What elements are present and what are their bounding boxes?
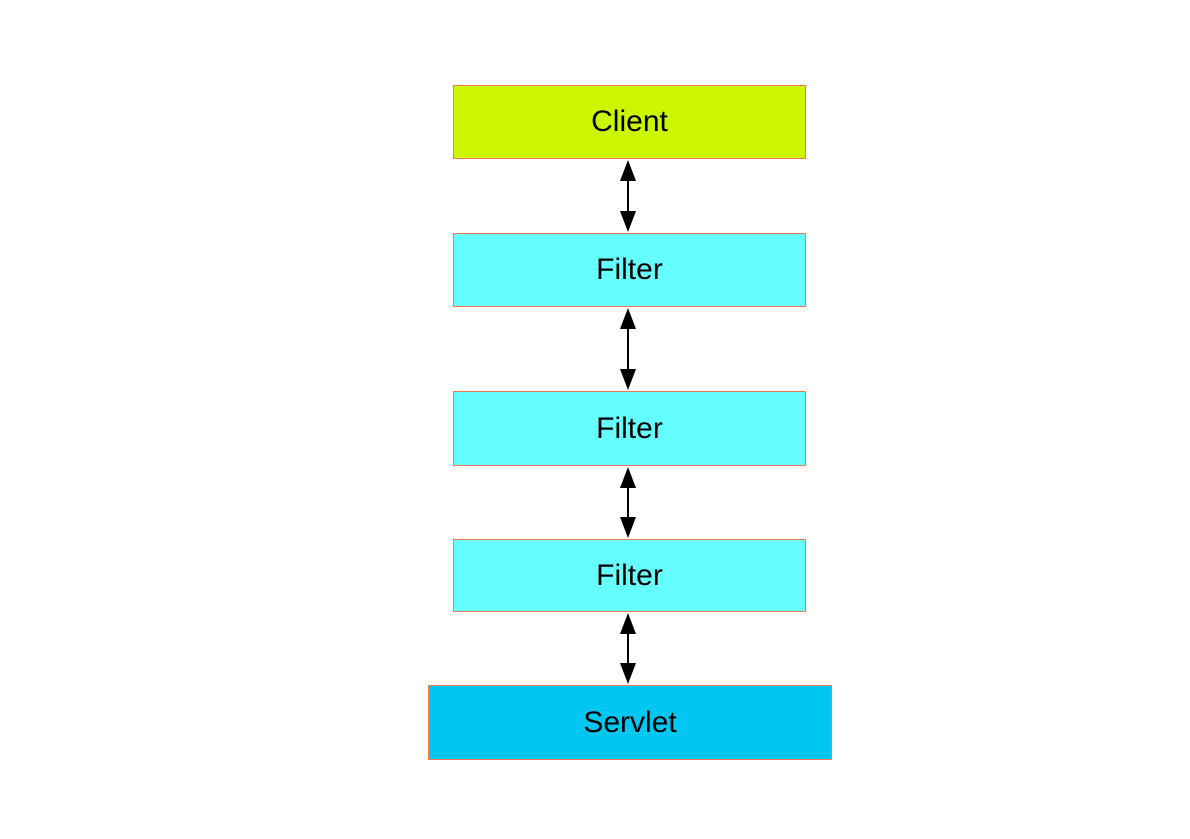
filter-node-1-label: Filter: [596, 253, 663, 286]
arrow-shaft: [627, 488, 629, 517]
arrowhead-down-icon: [620, 369, 636, 390]
filter-node-3-label: Filter: [596, 558, 663, 592]
arrow-shaft: [627, 181, 629, 211]
arrowhead-down-icon: [620, 517, 636, 538]
double-arrow-connector: [618, 308, 638, 390]
arrowhead-down-icon: [620, 211, 636, 232]
servlet-node-label: Servlet: [583, 705, 677, 739]
servlet-node: Servlet: [428, 685, 832, 760]
arrowhead-down-icon: [620, 663, 636, 684]
arrow-shaft: [627, 329, 629, 369]
arrowhead-up-icon: [620, 613, 636, 634]
double-arrow-connector: [618, 160, 638, 232]
arrowhead-up-icon: [620, 467, 636, 488]
arrowhead-up-icon: [620, 160, 636, 181]
filter-node-2-label: Filter: [596, 411, 663, 445]
client-node-label: Client: [591, 105, 668, 138]
filter-node-2: Filter: [453, 391, 806, 466]
filter-node-1: Filter: [453, 233, 806, 307]
arrow-shaft: [627, 634, 629, 663]
double-arrow-connector: [618, 467, 638, 538]
filter-node-3: Filter: [453, 539, 806, 612]
double-arrow-connector: [618, 613, 638, 684]
arrowhead-up-icon: [620, 308, 636, 329]
client-node: Client: [453, 85, 806, 159]
